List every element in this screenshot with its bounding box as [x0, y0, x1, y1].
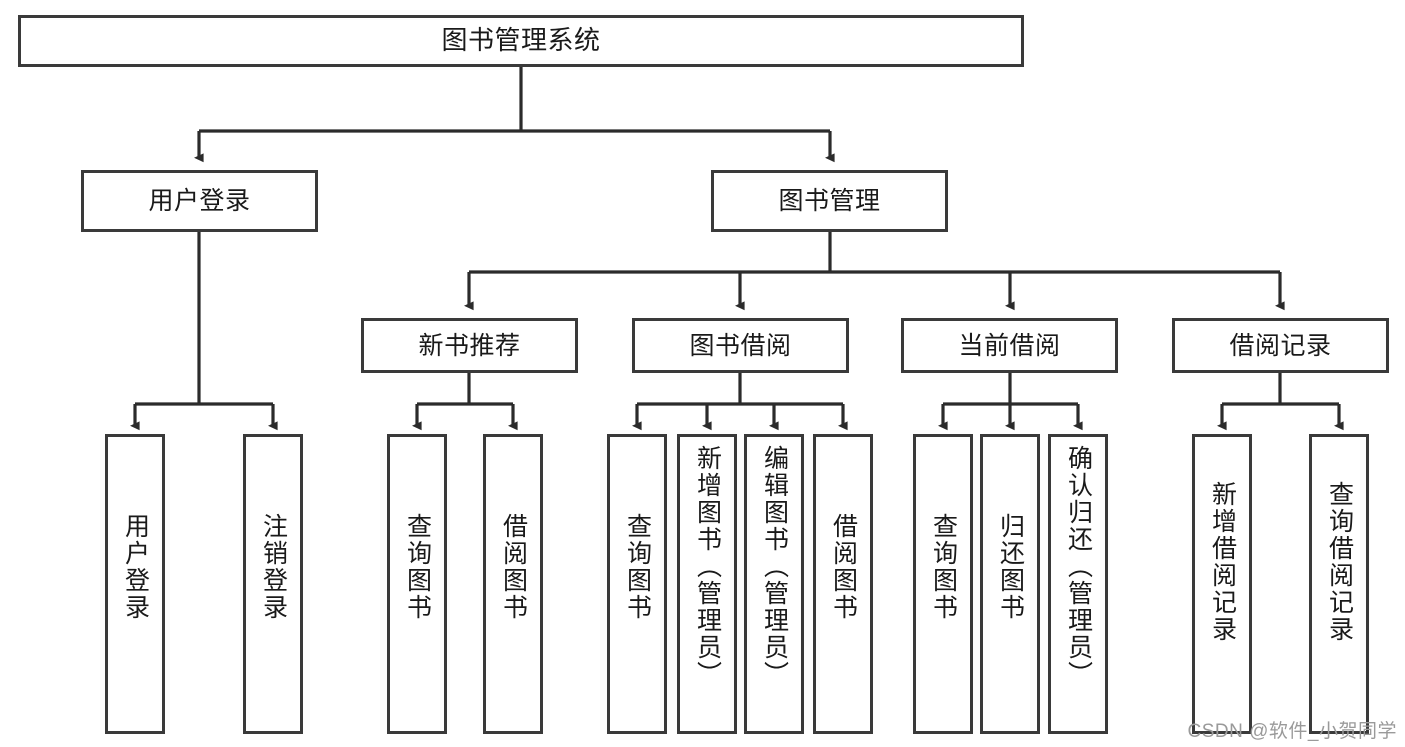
node-label: 用户登录 — [121, 513, 150, 621]
node-label: 查询图书 — [403, 513, 432, 621]
watermark-csdn: CSDN @软件_小贺同学 — [1187, 721, 1397, 742]
node-label: 借阅图书 — [829, 513, 858, 621]
node-label: 当前借阅 — [958, 331, 1061, 360]
node-leaf-add-record[interactable]: 新增借阅记录 — [1192, 434, 1252, 734]
node-label: 查询图书 — [623, 513, 652, 621]
node-current-borrow[interactable]: 当前借阅 — [901, 318, 1118, 373]
node-label: 图书管理 — [778, 187, 881, 215]
node-user-login[interactable]: 用户登录 — [81, 170, 318, 232]
node-label: 注销登录 — [259, 513, 288, 621]
node-leaf-borrow-book-1[interactable]: 借阅图书 — [483, 434, 543, 734]
node-label: 查询图书 — [929, 513, 958, 621]
node-label: 借阅记录 — [1229, 331, 1332, 360]
node-new-book-recommend[interactable]: 新书推荐 — [361, 318, 578, 373]
node-label: 新增图书（管理员） — [693, 445, 722, 688]
node-label: 归还图书 — [996, 513, 1025, 621]
node-leaf-logout-login[interactable]: 注销登录 — [243, 434, 303, 734]
node-leaf-add-book[interactable]: 新增图书（管理员） — [677, 434, 737, 734]
node-borrow-record[interactable]: 借阅记录 — [1172, 318, 1389, 373]
node-root-system[interactable]: 图书管理系统 — [18, 15, 1024, 67]
node-leaf-confirm-return[interactable]: 确认归还（管理员） — [1048, 434, 1108, 734]
node-label: 编辑图书（管理员） — [760, 445, 789, 688]
node-leaf-query-book-3[interactable]: 查询图书 — [913, 434, 973, 734]
node-label: 查询借阅记录 — [1325, 481, 1354, 643]
node-label: 图书管理系统 — [441, 25, 601, 56]
node-label: 借阅图书 — [499, 513, 528, 621]
node-label: 新书推荐 — [418, 331, 521, 360]
node-label: 用户登录 — [148, 187, 251, 215]
node-leaf-borrow-book-2[interactable]: 借阅图书 — [813, 434, 873, 734]
node-label: 确认归还（管理员） — [1064, 445, 1093, 688]
node-label: 新增借阅记录 — [1208, 481, 1237, 643]
node-leaf-user-login[interactable]: 用户登录 — [105, 434, 165, 734]
node-leaf-query-record[interactable]: 查询借阅记录 — [1309, 434, 1369, 734]
node-book-management[interactable]: 图书管理 — [711, 170, 948, 232]
node-leaf-query-book-2[interactable]: 查询图书 — [607, 434, 667, 734]
node-book-borrow[interactable]: 图书借阅 — [632, 318, 849, 373]
node-leaf-query-book-1[interactable]: 查询图书 — [387, 434, 447, 734]
node-leaf-return-book[interactable]: 归还图书 — [980, 434, 1040, 734]
node-leaf-edit-book[interactable]: 编辑图书（管理员） — [744, 434, 804, 734]
node-label: 图书借阅 — [689, 331, 792, 360]
